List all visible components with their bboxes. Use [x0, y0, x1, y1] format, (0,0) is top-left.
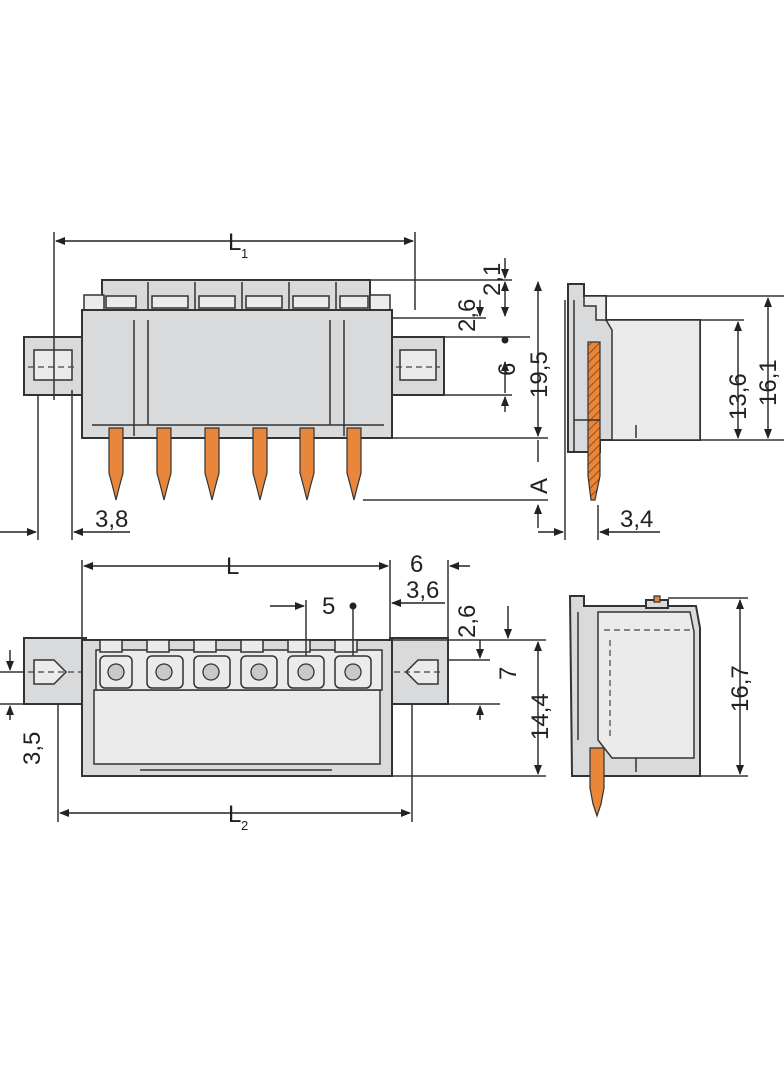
dim-label-14-4: 14,4 [527, 693, 554, 740]
main-housing [81, 309, 393, 439]
dim-label-L1-sub: 1 [241, 246, 248, 261]
dim-label-2-6-bottom: 2,6 [454, 605, 481, 638]
top-rail [101, 279, 371, 311]
dim-label-A: A [526, 478, 553, 494]
dim-label-L2: L [228, 801, 241, 828]
dim-label-L2-sub: 2 [241, 818, 248, 833]
dim-label-3-6: 3,6 [406, 577, 439, 604]
dim-label-2-1: 2,1 [479, 263, 506, 296]
right-flange-hole [399, 349, 437, 381]
left-flange-hole [33, 349, 73, 381]
dim-label-6-top: 6 [494, 363, 521, 376]
bottom-front-view: L 6 3,6 5 2,6 7 14,4 3,5 L 2 [0, 551, 554, 833]
bottom-side-view: 16,7 [568, 595, 754, 818]
dim-label-19-5: 19,5 [526, 351, 553, 398]
dim-label-3-4: 3,4 [620, 506, 653, 533]
dim-label-L: L [226, 553, 239, 580]
dim-label-2-6-top: 2,6 [454, 299, 481, 332]
pin-section-top [587, 341, 601, 501]
pin-bottom-side [589, 747, 605, 818]
screw-row [95, 639, 383, 691]
dim-label-16-1: 16,1 [755, 359, 782, 406]
top-front-view: L 1 3,8 2,1 2,6 6 19,5 A [0, 229, 553, 540]
rail-segments [105, 282, 369, 310]
dim-label-16-7: 16,7 [727, 665, 754, 712]
top-side-view: 13,6 16,1 3,4 [538, 283, 784, 540]
dim-label-6-bottom: 6 [410, 551, 423, 578]
dim-label-7: 7 [495, 667, 522, 680]
dim-label-3-8: 3,8 [95, 506, 128, 533]
dim-label-3-5: 3,5 [19, 732, 46, 765]
dim-label-5: 5 [322, 593, 335, 620]
dim-label-13-6: 13,6 [725, 373, 752, 420]
dim-label-L1: L [228, 229, 241, 256]
pins-top [108, 427, 362, 501]
